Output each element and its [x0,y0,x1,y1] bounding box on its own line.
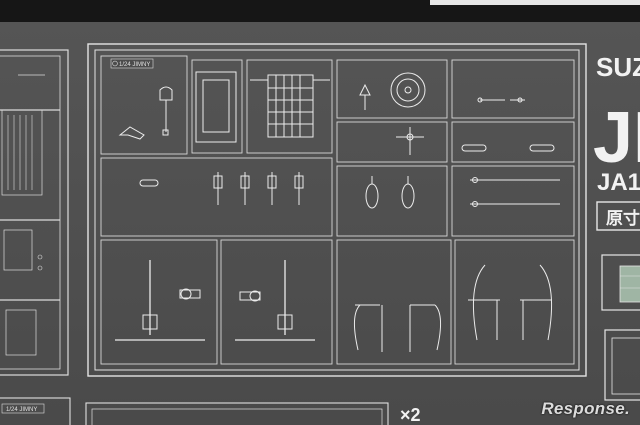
top-white-strip [430,0,640,5]
display-board [0,22,640,425]
left-sprue-panel [0,49,69,376]
sprue-tag-text: 1/24 JIMNY [119,62,150,68]
watermark-logo: Response. [541,399,630,418]
kit-parts [115,71,560,352]
sprue-tag-lower: 1/24 JIMNY [1,403,45,414]
lower-sprue-panel [0,397,389,425]
scale-caption: 原寸 [606,208,640,228]
sprue-compartments [100,55,575,365]
brand-word: SUZ [596,52,640,82]
sprue-tag-lower-text: 1/24 JIMNY [6,407,37,413]
multiplier-label: ×2 [400,405,421,425]
scale-caption-box [596,201,640,231]
brand-word-large: JI [593,98,640,178]
sprue-tag-main: 1/24 JIMNY [110,58,154,69]
top-dark-band [0,0,640,22]
main-sprue-frame [87,43,587,377]
model-code: JA1 [597,169,640,196]
brand-panel: SUZ JI JA1 原寸 [593,52,640,401]
